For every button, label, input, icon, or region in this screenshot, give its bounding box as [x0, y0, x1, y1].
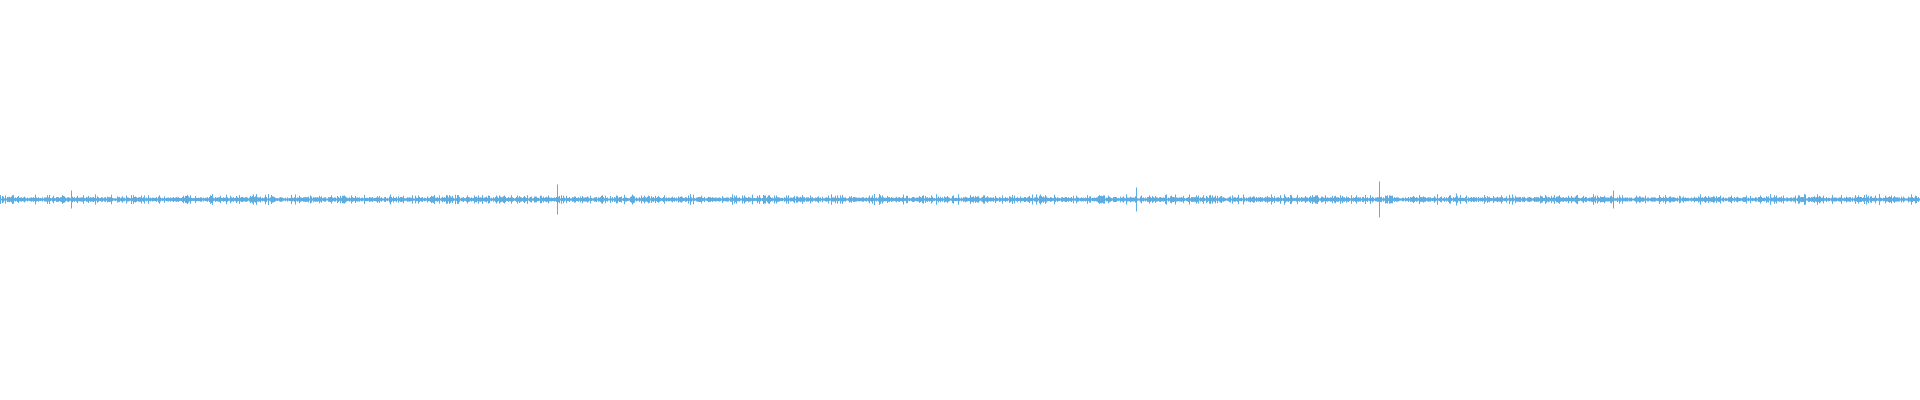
- waveform-samples: [0, 181, 1920, 218]
